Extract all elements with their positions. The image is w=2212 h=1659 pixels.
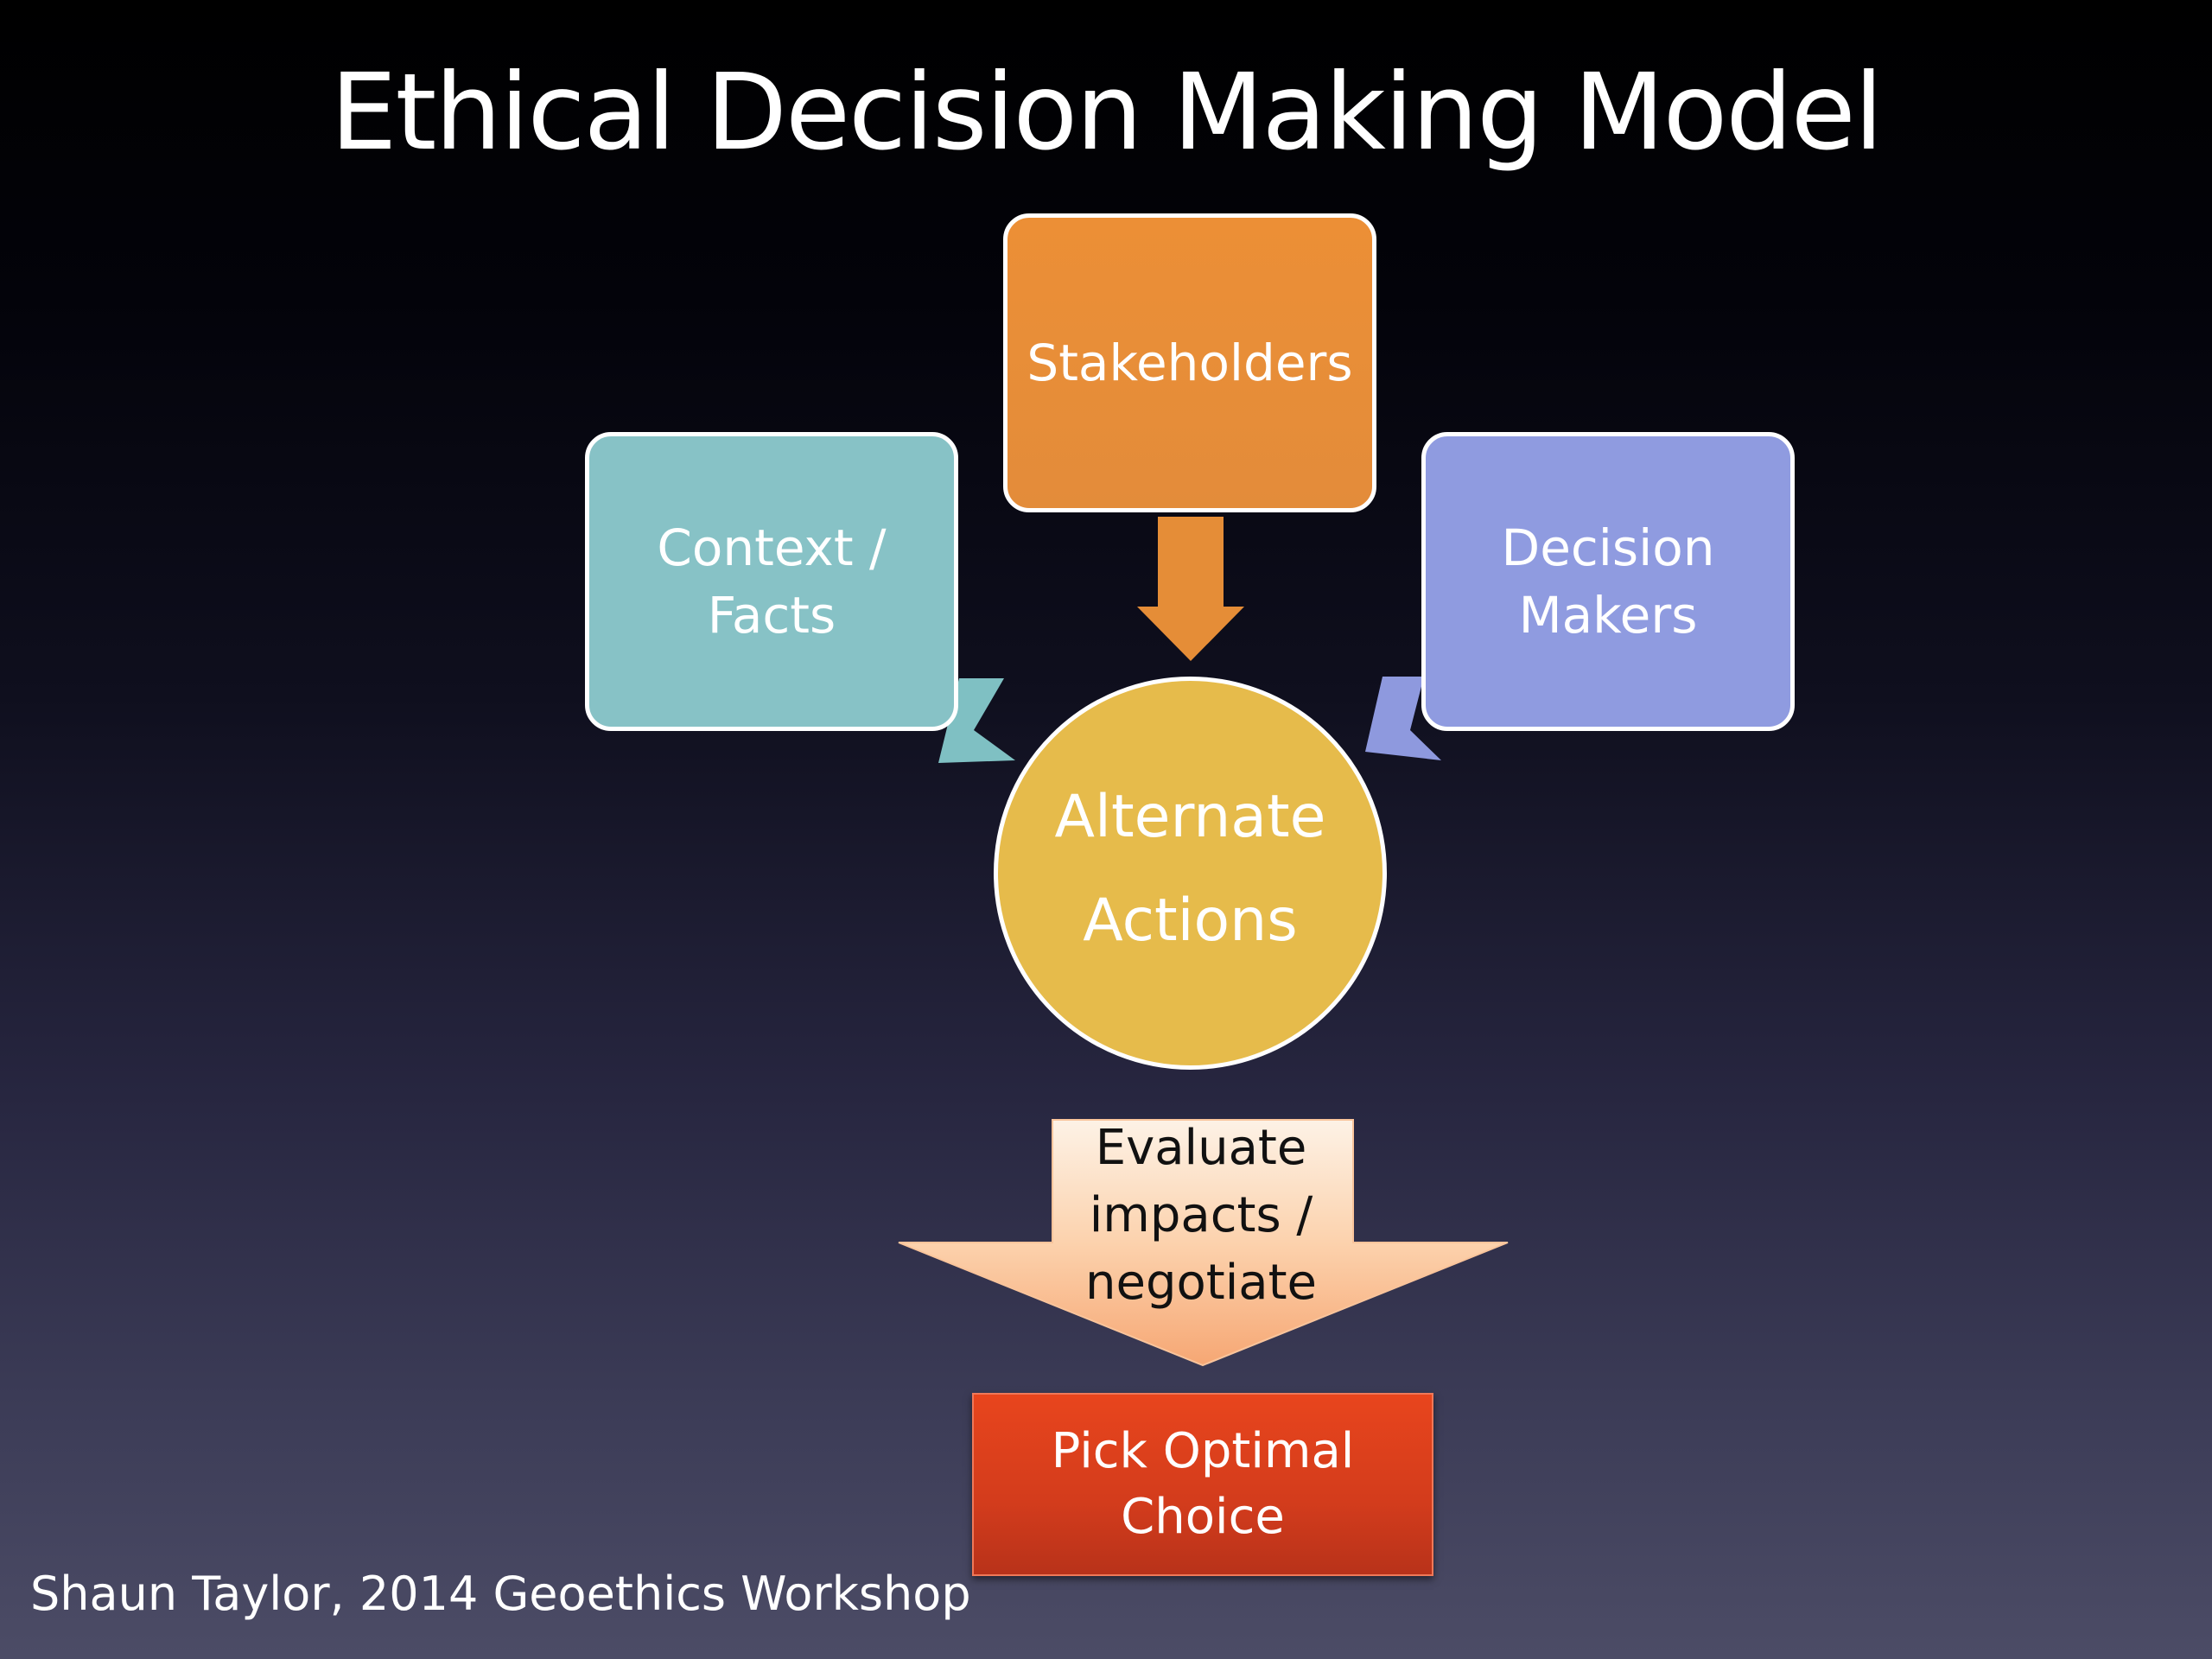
evaluate-arrow: [898, 1119, 1509, 1367]
evaluate-line2: impacts /: [1089, 1187, 1313, 1243]
decision-makers-line2: Makers: [1518, 586, 1698, 645]
evaluate-arrow-label: Evaluate impacts / negotiate: [1054, 1115, 1348, 1313]
context-facts-box: Context / Facts: [585, 432, 958, 731]
pick-line1: Pick Optimal: [1051, 1423, 1355, 1479]
slide-title: Ethical Decision Making Model: [330, 51, 1883, 174]
credit-text: Shaun Taylor, 2014 Geoethics Workshop: [30, 1567, 971, 1621]
evaluate-line3: negotiate: [1085, 1255, 1317, 1311]
alternate-actions-line2: Actions: [1083, 886, 1298, 955]
context-facts-line2: Facts: [707, 586, 836, 645]
stakeholders-arrow: [1137, 517, 1244, 661]
decision-makers-arrow: [1365, 677, 1441, 760]
alternate-actions-line1: Alternate: [1054, 782, 1326, 851]
alternate-actions-circle: Alternate Actions: [994, 677, 1387, 1070]
context-facts-line1: Context /: [657, 518, 887, 577]
stakeholders-label: Stakeholders: [1027, 334, 1353, 392]
stakeholders-box: Stakeholders: [1003, 213, 1376, 512]
decision-makers-line1: Decision: [1501, 518, 1715, 577]
pick-optimal-choice-box: Pick Optimal Choice: [972, 1393, 1433, 1576]
decision-makers-box: Decision Makers: [1421, 432, 1795, 731]
evaluate-line1: Evaluate: [1095, 1120, 1307, 1176]
pick-line2: Choice: [1121, 1489, 1285, 1545]
